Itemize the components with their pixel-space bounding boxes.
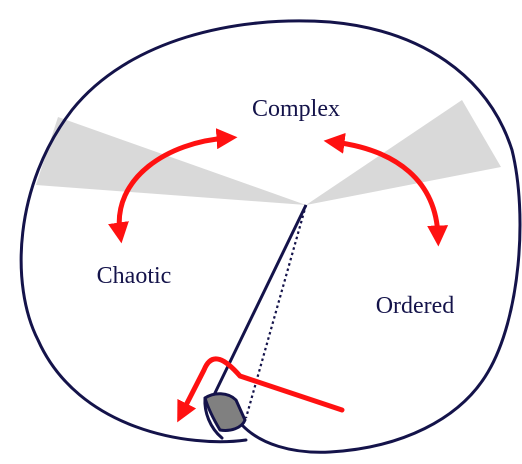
arrow-collapse — [177, 356, 345, 423]
hidden-edge-dotted — [244, 204, 308, 419]
label-complex: Complex — [252, 96, 340, 122]
fold-shadow — [203, 392, 247, 432]
sheet-lip — [203, 396, 224, 440]
left-boundary-wedge — [36, 117, 306, 205]
surface-outline — [19, 19, 522, 454]
arrow-chaotic-complex — [108, 128, 238, 244]
label-chaotic: Chaotic — [97, 263, 172, 289]
label-ordered: Ordered — [376, 293, 455, 319]
arrow-complex-ordered — [323, 132, 449, 247]
